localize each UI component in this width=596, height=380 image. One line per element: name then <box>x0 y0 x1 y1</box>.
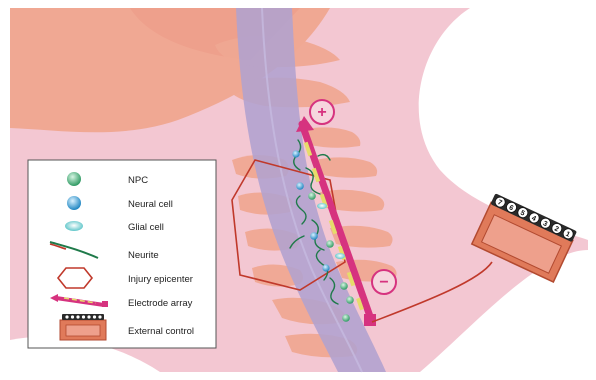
npc-cell <box>346 296 354 304</box>
npc-cell <box>308 192 316 200</box>
legend-box <box>28 160 216 348</box>
glial-cell <box>317 203 327 209</box>
neural-cell <box>292 150 299 157</box>
legend-label-npc: NPC <box>128 175 148 186</box>
neural-cell <box>310 232 318 240</box>
legend-label-neurite: Neurite <box>128 250 159 261</box>
electrode-connector <box>364 314 376 326</box>
glial-cell <box>335 253 345 259</box>
positive-marker: + <box>310 100 334 124</box>
legend-label-external-control: External control <box>128 326 194 337</box>
teal-oval-icon <box>65 221 83 231</box>
negative-marker: − <box>372 270 396 294</box>
legend-label-glial-cell: Glial cell <box>128 222 164 233</box>
npc-cell <box>340 282 348 290</box>
neural-cell <box>322 264 329 271</box>
legend-label-neural-cell: Neural cell <box>128 199 173 210</box>
legend-label-injury-epicenter: Injury epicenter <box>128 274 193 285</box>
positive-sign: + <box>317 104 326 121</box>
npc-cell <box>342 314 350 322</box>
green-sphere-icon <box>67 172 81 186</box>
legend-label-electrode-array: Electrode array <box>128 298 193 309</box>
negative-sign: − <box>379 274 388 291</box>
legend: NPC Neural cell Glial cell Neurite Injur… <box>28 160 216 348</box>
control-box-icon <box>60 314 106 340</box>
npc-cell <box>326 240 334 248</box>
neural-cell <box>296 182 304 190</box>
blue-cell-icon <box>67 196 81 210</box>
